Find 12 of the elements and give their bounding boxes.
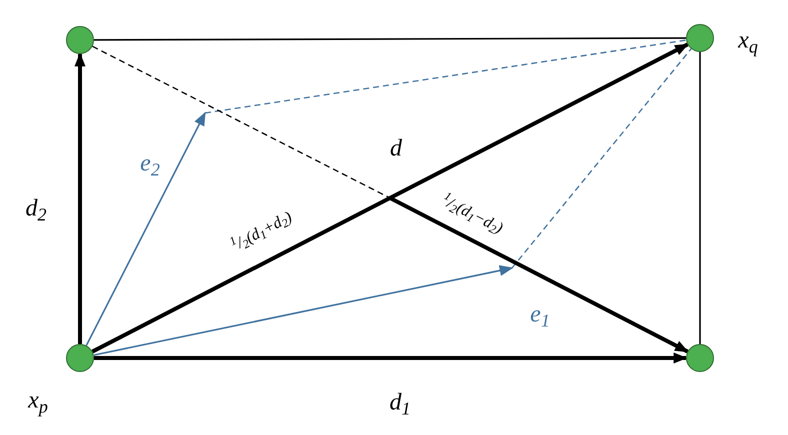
connector-line — [94, 37, 686, 41]
arrow — [92, 42, 689, 354]
arrow — [94, 265, 514, 356]
connector-line — [204, 39, 686, 114]
arrow — [74, 52, 86, 344]
arrow — [94, 352, 688, 364]
arrow — [86, 112, 206, 346]
arrow — [389, 196, 689, 354]
connector-line — [699, 52, 701, 344]
connector-line — [92, 46, 390, 199]
edge-label: d$_{2}$ — [24, 196, 48, 222]
connector-line — [512, 48, 692, 268]
